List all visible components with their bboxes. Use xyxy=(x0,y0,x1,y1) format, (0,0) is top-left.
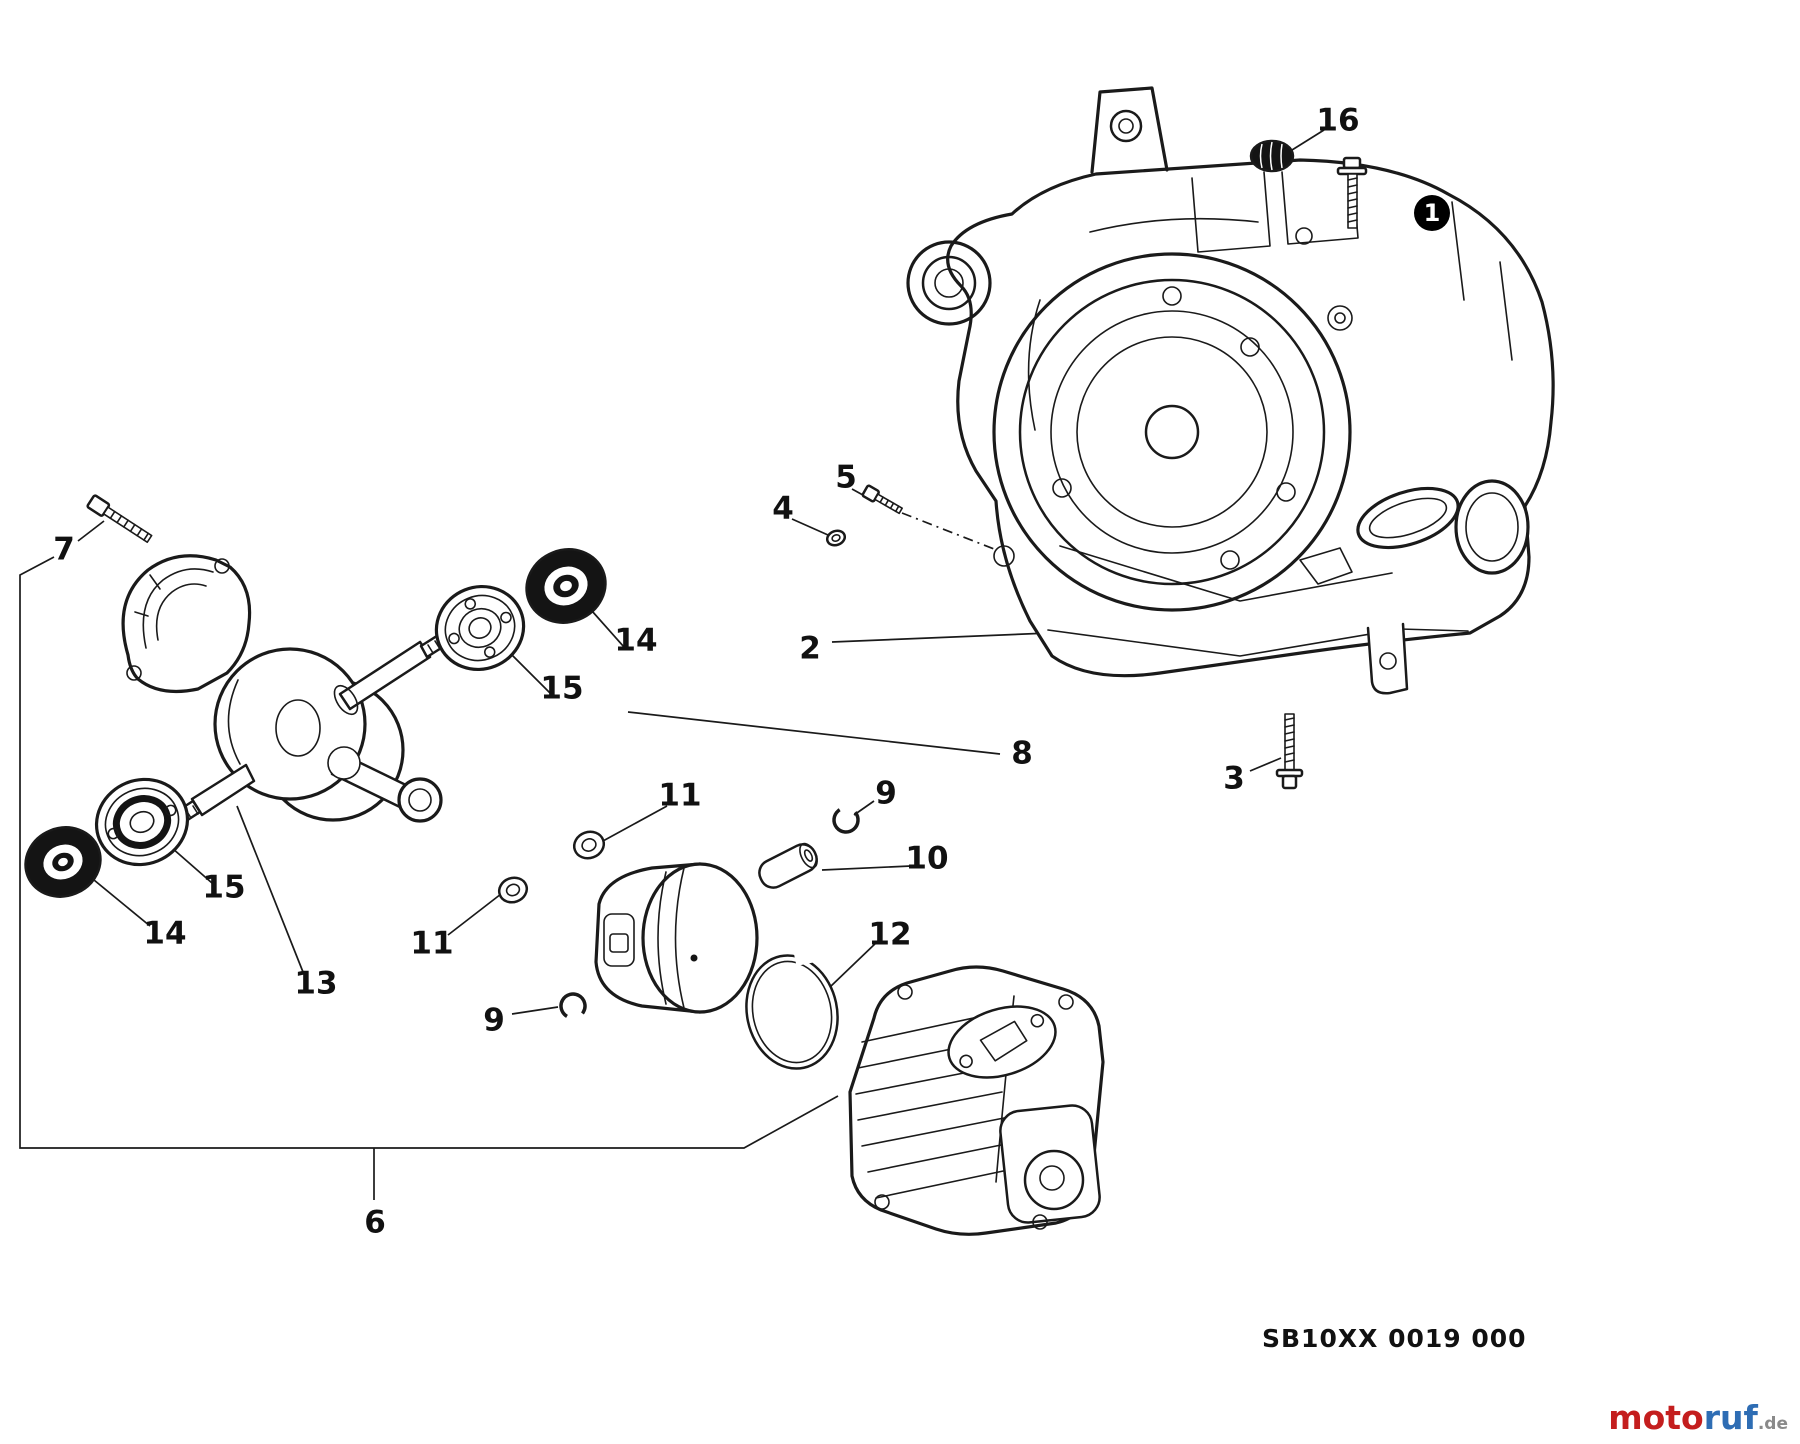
circlip-9a-drawing xyxy=(832,806,860,834)
seal-left-drawing xyxy=(24,826,102,898)
callout-11a: 11 xyxy=(658,777,702,814)
piston-ring-drawing xyxy=(745,946,839,1070)
callout-9a: 9 xyxy=(875,775,897,812)
motoruf-watermark: motoruf.de xyxy=(1608,1401,1788,1434)
left-boss xyxy=(906,240,992,326)
crank-chamber-opening xyxy=(992,252,1352,612)
bearing-clamp-drawing xyxy=(121,554,252,694)
circlip-9b-drawing xyxy=(559,992,587,1020)
crankcase-drawing xyxy=(906,86,1555,695)
bolt-3-drawing xyxy=(1275,713,1304,790)
callout-14a: 14 xyxy=(614,622,658,659)
callout-2: 2 xyxy=(799,630,821,667)
bolt-7-drawing xyxy=(86,494,153,544)
leader-lines xyxy=(19,129,1414,1200)
callout-3: 3 xyxy=(1223,760,1245,797)
diagram-code: SB10XX 0019 000 xyxy=(1262,1324,1527,1353)
piston-pin-drawing xyxy=(758,842,818,889)
callout-10: 10 xyxy=(905,840,949,877)
callout-15a: 15 xyxy=(540,670,584,707)
watermark-tld: .de xyxy=(1757,1414,1788,1434)
callout-13: 13 xyxy=(294,965,338,1002)
watermark-ruf: ruf xyxy=(1703,1398,1758,1437)
washer-4-drawing xyxy=(825,529,847,547)
callout-14b: 14 xyxy=(143,915,187,952)
callout-7: 7 xyxy=(53,531,75,568)
bolt-5-drawing xyxy=(861,484,903,515)
piston-drawing xyxy=(594,862,759,1014)
bearing-right-drawing xyxy=(434,584,526,672)
callout-5: 5 xyxy=(835,459,857,496)
callout-15b: 15 xyxy=(202,869,246,906)
seal-right-drawing xyxy=(525,548,607,624)
callout-9b: 9 xyxy=(483,1002,505,1039)
callout-1-badge: 1 xyxy=(1414,195,1450,231)
watermark-moto: moto xyxy=(1608,1398,1704,1437)
bearing-left-drawing xyxy=(94,777,190,867)
plug-drawing xyxy=(1249,139,1295,173)
bolt-1-drawing xyxy=(1336,156,1368,229)
callout-6: 6 xyxy=(364,1204,386,1241)
intake-flange xyxy=(947,1005,1057,1079)
callout-16: 16 xyxy=(1316,102,1360,139)
washer-11b-drawing xyxy=(497,876,529,904)
callout-8: 8 xyxy=(1011,735,1033,772)
callout-12: 12 xyxy=(868,916,912,953)
cylinder-drawing xyxy=(848,965,1105,1236)
washer-11a-drawing xyxy=(572,830,606,860)
mount-tab xyxy=(1090,86,1169,174)
callout-4: 4 xyxy=(772,490,794,527)
callout-11b: 11 xyxy=(410,925,454,962)
